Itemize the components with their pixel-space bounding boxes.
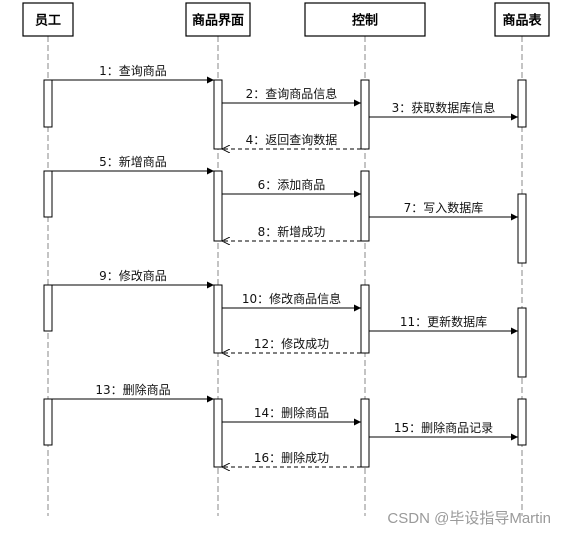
message-label-15: 15：删除商品记录 — [394, 420, 493, 435]
activation-staff-1 — [43, 79, 53, 128]
activation-ctrl-3 — [360, 284, 370, 354]
activation-table-1 — [517, 79, 527, 128]
activation-ui-3 — [213, 284, 223, 354]
message-label-11: 11：更新数据库 — [400, 314, 487, 329]
participant-box-table — [494, 2, 550, 37]
activation-staff-3 — [43, 284, 53, 332]
message-label-3: 3：获取数据库信息 — [392, 100, 496, 115]
participant-label-staff: 员工 — [35, 14, 61, 29]
activation-staff-4 — [43, 398, 53, 446]
participant-label-ctrl: 控制 — [352, 13, 378, 29]
participant-box-ui — [185, 2, 251, 37]
message-label-12: 12：修改成功 — [254, 336, 329, 351]
message-label-4: 4：返回查询数据 — [246, 132, 338, 147]
message-label-6: 6：添加商品 — [258, 177, 326, 192]
watermark-text: CSDN @毕设指导Martin — [387, 510, 551, 527]
message-label-10: 10：修改商品信息 — [242, 291, 341, 306]
activation-ctrl-2 — [360, 170, 370, 242]
activation-staff-2 — [43, 170, 53, 218]
activation-ui-2 — [213, 170, 223, 242]
activation-ctrl-4 — [360, 398, 370, 468]
activation-table-2 — [517, 193, 527, 264]
message-label-14: 14：删除商品 — [254, 405, 329, 420]
activation-table-3 — [517, 307, 527, 378]
activation-ui-4 — [213, 398, 223, 468]
message-label-7: 7：写入数据库 — [404, 200, 484, 215]
message-label-1: 1：查询商品 — [99, 63, 167, 78]
participant-label-table: 商品表 — [502, 13, 542, 29]
activation-ui-1 — [213, 79, 223, 150]
message-label-16: 16：删除成功 — [254, 450, 329, 465]
message-label-13: 13：删除商品 — [95, 382, 170, 397]
message-label-2: 2：查询商品信息 — [246, 86, 338, 101]
participant-label-ui: 商品界面 — [192, 13, 244, 29]
participant-box-ctrl — [304, 2, 426, 37]
message-label-5: 5：新增商品 — [99, 154, 167, 169]
participant-box-staff — [22, 2, 74, 37]
activation-table-4 — [517, 398, 527, 446]
message-label-9: 9：修改商品 — [99, 268, 167, 283]
message-label-8: 8：新增成功 — [258, 224, 326, 239]
activation-ctrl-1 — [360, 79, 370, 150]
